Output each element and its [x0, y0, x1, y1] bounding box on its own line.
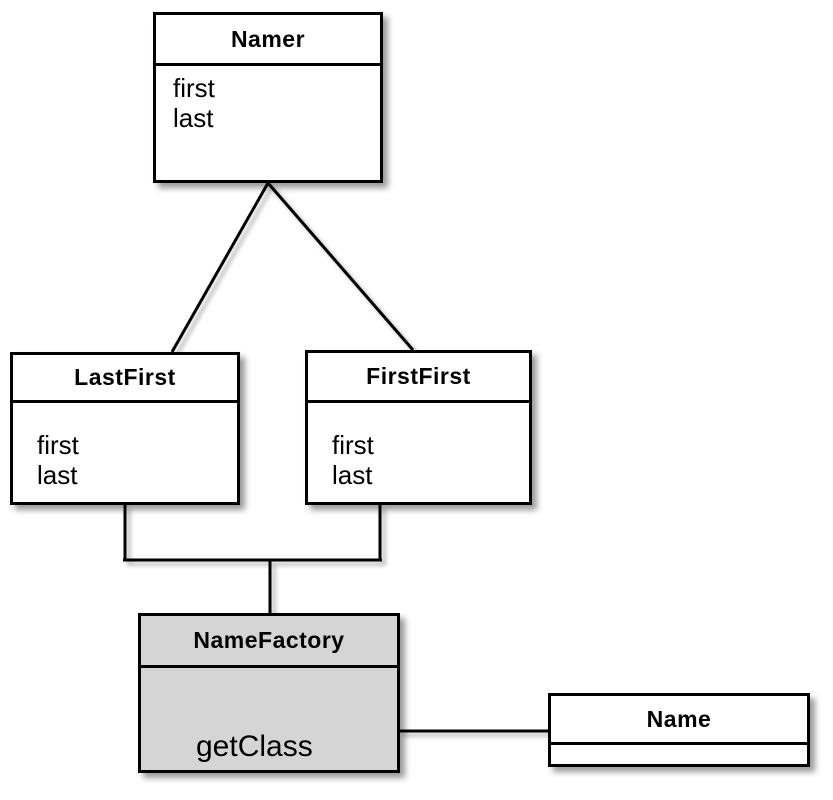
attribute-last: last	[37, 459, 78, 490]
class-body-namer: first last	[156, 66, 380, 180]
class-title-namer: Namer	[156, 15, 380, 66]
attribute-first: first	[37, 430, 79, 460]
class-box-namefactory: NameFactory getClass	[138, 613, 400, 773]
attribute-last: last	[173, 102, 214, 133]
class-body-firstfirst: first last	[308, 403, 529, 502]
class-box-firstfirst: FirstFirst first last	[305, 350, 532, 505]
attribute-first: first	[332, 430, 374, 460]
class-body-name	[551, 745, 807, 764]
class-box-name: Name	[548, 693, 810, 767]
inheritance-line-namer-firstfirst	[266, 182, 415, 351]
method-getclass: getClass	[196, 729, 313, 763]
class-body-lastfirst: first last	[13, 403, 237, 502]
class-body-namefactory: getClass	[141, 668, 397, 770]
class-title-lastfirst: LastFirst	[13, 355, 237, 403]
class-box-lastfirst: LastFirst first last	[10, 352, 240, 505]
attribute-first: first	[173, 73, 215, 103]
class-box-namer: Namer first last	[153, 12, 383, 183]
class-title-firstfirst: FirstFirst	[308, 353, 529, 403]
class-title-name: Name	[551, 696, 807, 745]
inheritance-line-namer-lastfirst	[170, 182, 270, 353]
class-title-namefactory: NameFactory	[141, 616, 397, 668]
attribute-last: last	[332, 459, 373, 490]
